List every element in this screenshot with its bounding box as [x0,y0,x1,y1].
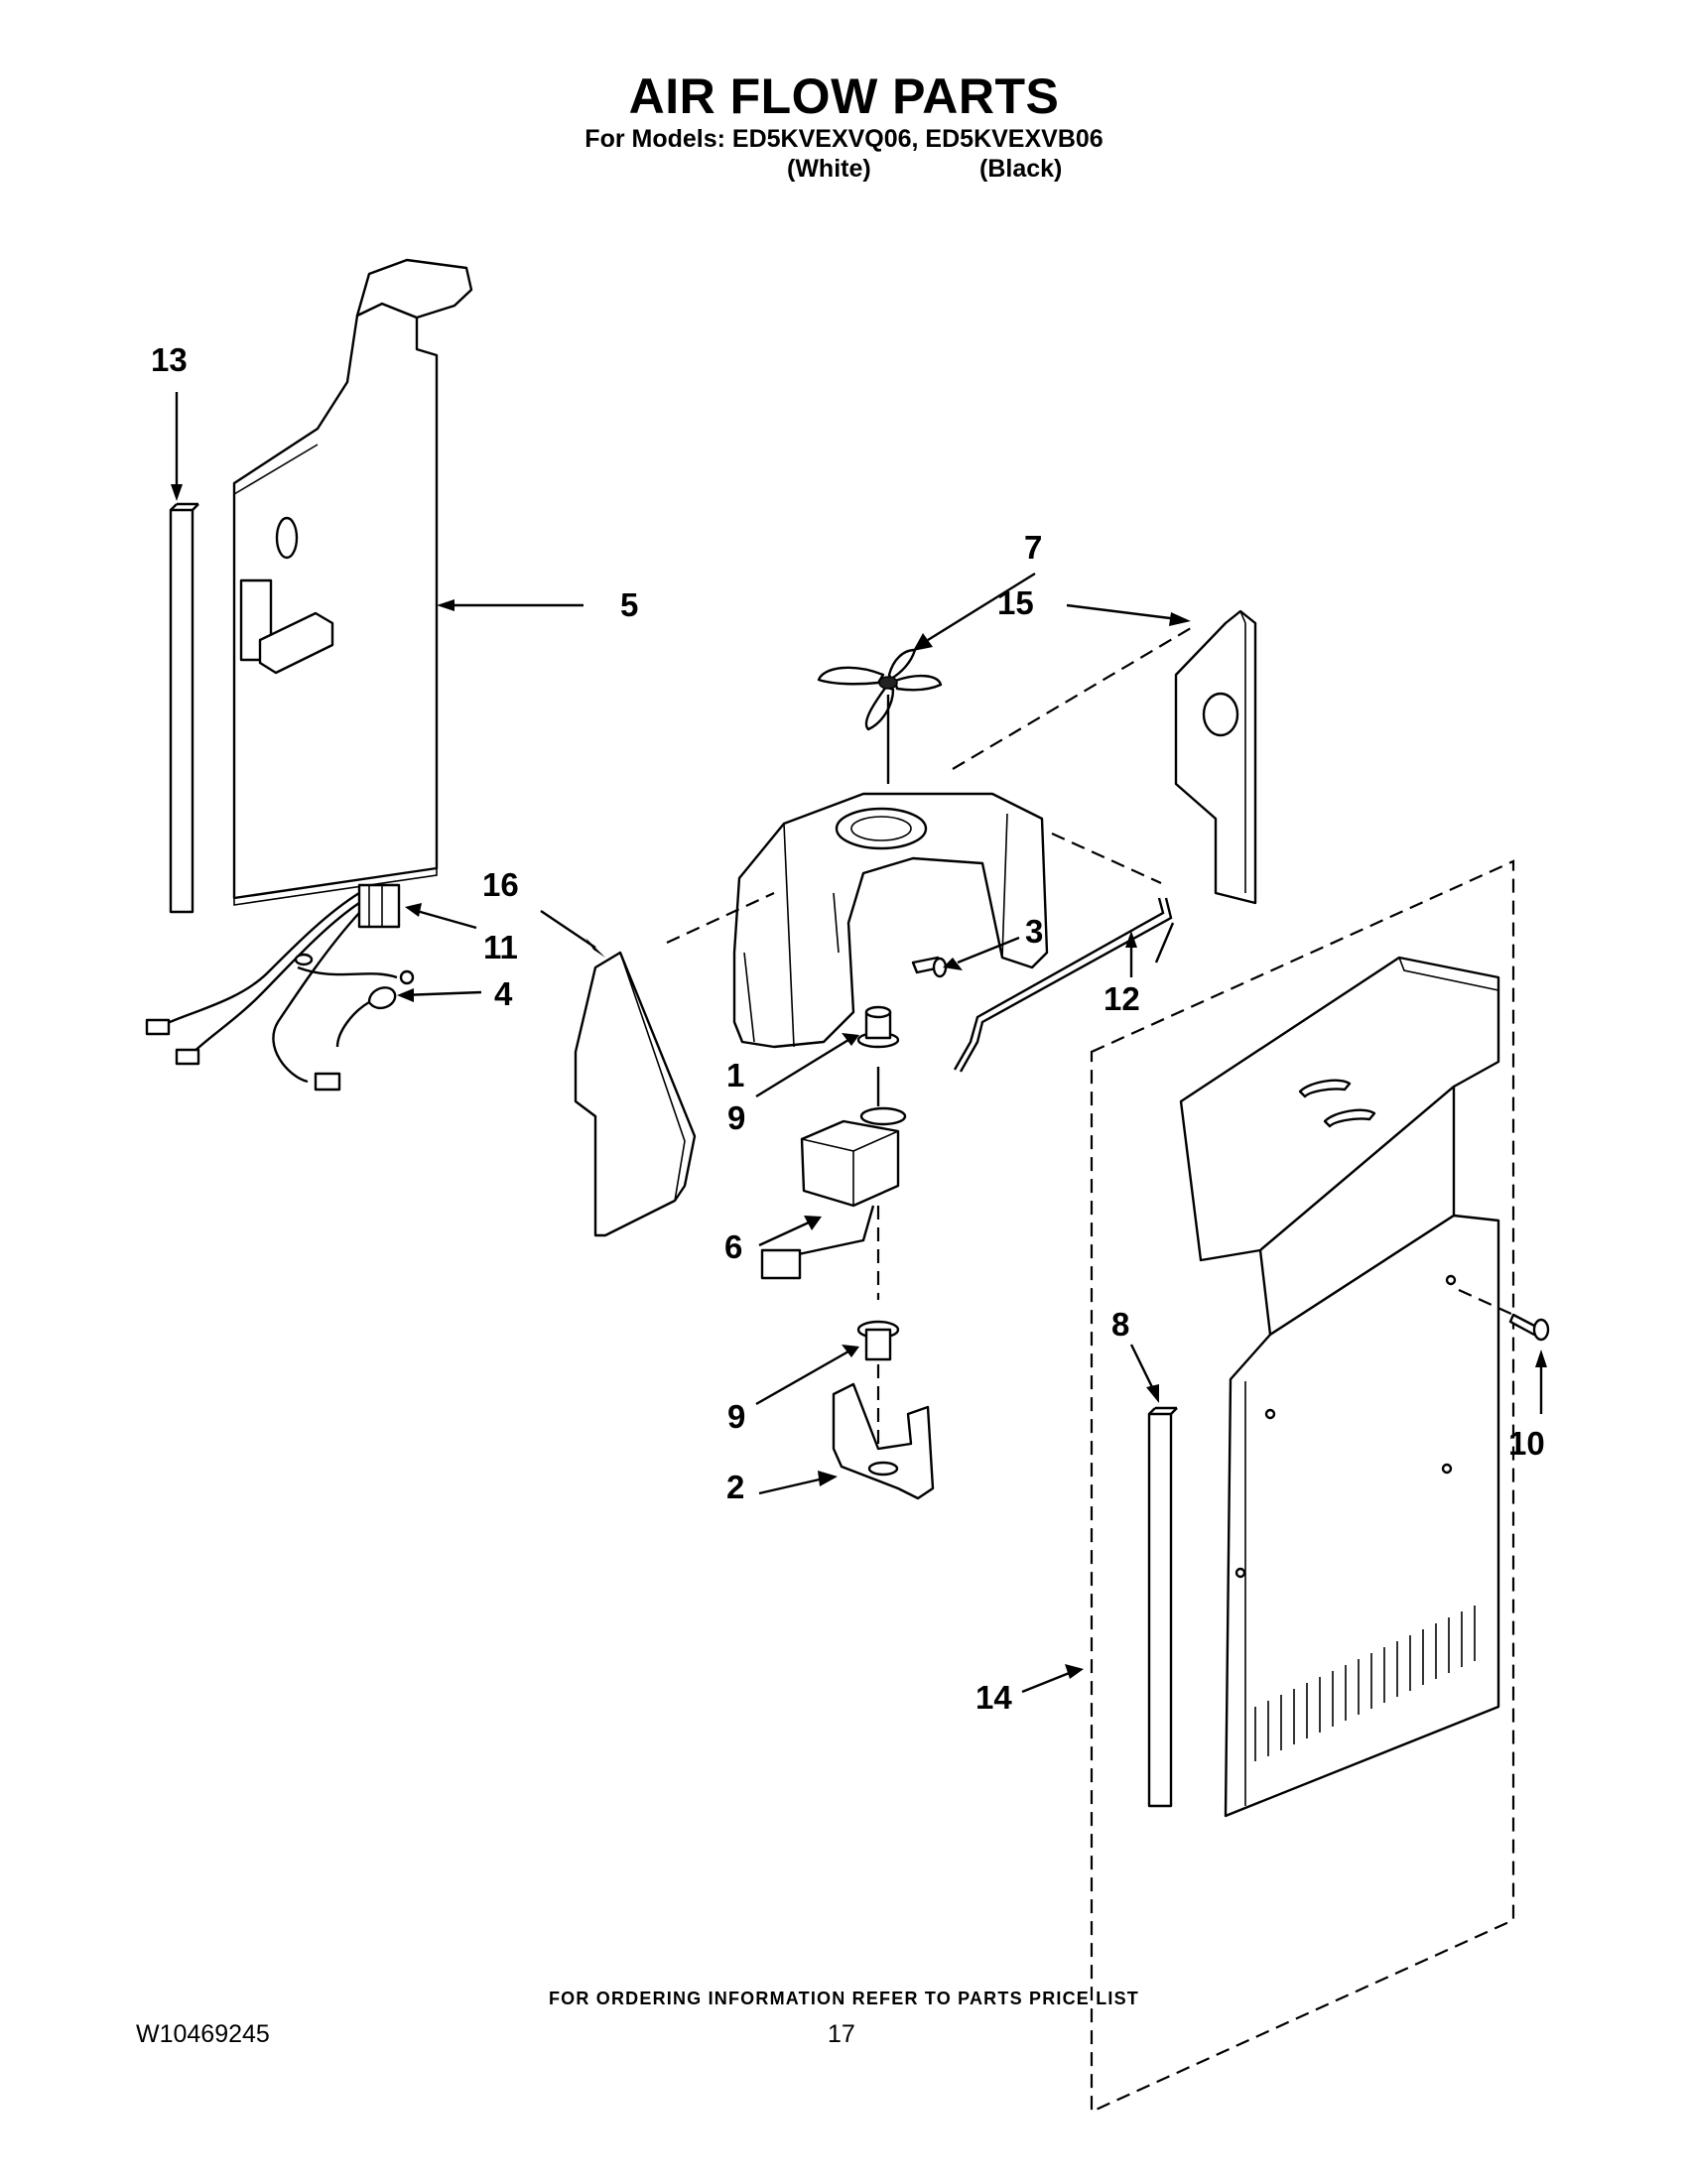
color-white-label: (White) [787,155,871,183]
part-14-rear-panel [1090,859,1515,2114]
part-13-seal-strip [169,502,199,914]
part-10-screw [1508,1313,1550,1342]
callout-13: 13 [151,341,188,378]
part-9-grommet-upper [856,1005,900,1049]
part-11-wire-harness [145,883,415,1092]
callout-9-upper: 9 [727,1099,746,1136]
models-line: For Models: ED5KVEXVQ06, ED5KVEXVB06 [584,125,1104,153]
callout-16: 16 [482,866,519,903]
callout-7: 7 [1024,529,1043,566]
part-15-side-baffle [1174,609,1257,905]
callout-14: 14 [975,1679,1012,1716]
page-number: 17 [828,2020,855,2048]
callout-15: 15 [997,584,1034,621]
part-4-thermistor [335,986,397,1048]
callout-10: 10 [1508,1425,1545,1462]
part-2-motor-bracket [832,1382,935,1500]
color-black-label: (Black) [979,155,1063,183]
document-number: W10469245 [136,2020,270,2048]
part-9-grommet-lower [856,1320,900,1361]
callout-2: 2 [726,1469,745,1505]
part-12-wire-bracket [953,897,1175,1073]
part-3-screw [911,956,948,978]
part-5-liner-panel [232,258,473,906]
callout-1: 1 [726,1057,745,1093]
callout-11: 11 [483,929,518,965]
callout-3: 3 [1025,913,1044,950]
part-1-fan-housing [732,792,1049,1049]
callout-5: 5 [620,586,639,623]
callout-4: 4 [494,975,513,1012]
callout-8: 8 [1111,1306,1130,1343]
page-title: AIR FLOW PARTS [628,68,1060,124]
part-7-fan-blade [817,648,943,731]
part-16-side-baffle [574,951,697,1237]
callout-9-lower: 9 [727,1398,746,1435]
ordering-note: FOR ORDERING INFORMATION REFER TO PARTS … [548,1989,1139,2008]
callout-12: 12 [1104,980,1140,1017]
part-6-fan-motor [760,1067,907,1280]
callout-6: 6 [724,1228,743,1265]
part-8-seal-strip [1147,1406,1178,1808]
